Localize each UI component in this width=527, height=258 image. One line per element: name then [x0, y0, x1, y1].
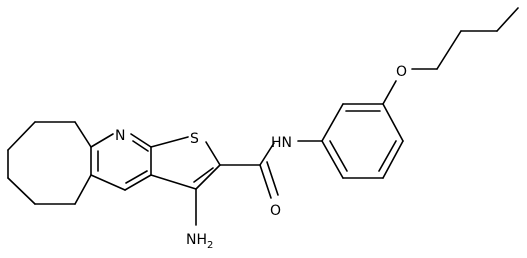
bond: [321, 103, 344, 142]
bond: [7, 177, 36, 205]
atom-label-nitrogen: N: [115, 128, 125, 144]
butoxy-chain: [382, 7, 519, 105]
atom-label-amine: NH2: [186, 232, 213, 251]
cycloheptane-ring: [7, 121, 92, 205]
bond-double-inner: [193, 167, 214, 183]
bond-carbonyl: [259, 164, 272, 199]
bond: [90, 133, 114, 148]
bond: [382, 140, 404, 179]
atom-label-carbonyl-oxygen: O: [270, 203, 281, 219]
atom-label-amide-nh: HN: [271, 135, 292, 151]
bond: [130, 133, 152, 148]
thiophene-ring: [150, 136, 221, 190]
bond: [124, 174, 152, 191]
bond-carbonyl-double: [266, 161, 279, 196]
phenyl-ring: [321, 103, 404, 179]
bond: [382, 103, 404, 142]
bond: [382, 80, 397, 105]
bond: [7, 121, 36, 151]
pyridine-ring: [90, 133, 152, 191]
bond: [74, 174, 92, 205]
bond: [74, 121, 92, 148]
bond: [90, 174, 126, 191]
bond-to-nh: [259, 142, 275, 166]
bond: [436, 30, 462, 70]
bond: [195, 164, 221, 190]
atom-label-sulfur: S: [190, 131, 199, 147]
bond-double-inner: [125, 170, 148, 184]
bond-double-inner: [329, 140, 348, 172]
bond: [496, 7, 519, 32]
atom-label-ether-oxygen: O: [396, 64, 407, 80]
bond-double-inner: [378, 140, 397, 172]
bond: [150, 174, 197, 190]
amide-group: [219, 140, 323, 199]
bond: [321, 140, 344, 179]
bond-double-inner: [132, 140, 149, 152]
bond: [150, 136, 189, 148]
bond: [205, 141, 221, 166]
